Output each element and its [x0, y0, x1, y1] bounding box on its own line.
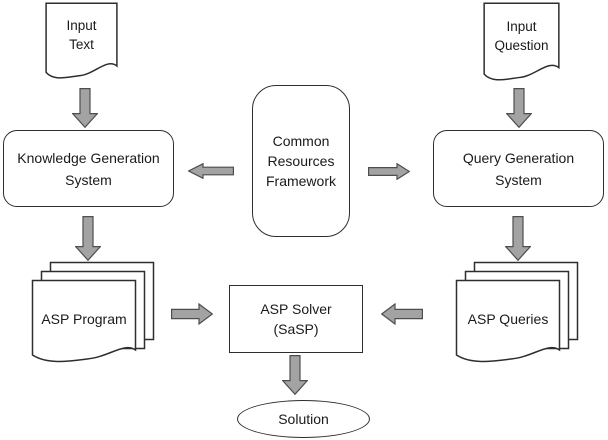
label-line: Knowledge Generation	[17, 149, 160, 166]
label-line: Query Generation	[462, 149, 575, 166]
node-asp-program: ASP Program	[31, 261, 156, 368]
arrow-right-asp-program-to-solver-icon	[171, 303, 213, 325]
label-line: Framework	[265, 173, 336, 189]
label-line: System	[65, 171, 112, 188]
label-line: Input	[66, 18, 97, 33]
document-stack-icon	[31, 261, 156, 368]
node-asp-queries-label: ASP Queries	[456, 309, 560, 329]
label-line: Text	[69, 37, 94, 52]
arrow-down-kgs-to-asp-program-icon	[75, 216, 101, 261]
label-line: Resources	[267, 153, 335, 169]
arrow-left-asp-queries-to-solver-icon	[381, 303, 423, 325]
node-asp-queries: ASP Queries	[455, 261, 580, 368]
node-input-question-label: Input Question	[483, 2, 560, 84]
node-solution: Solution	[237, 400, 370, 438]
label-line: Solution	[278, 410, 329, 427]
arrow-down-input-question-to-qgs-icon	[506, 88, 532, 128]
node-knowledge-generation-system: Knowledge Generation System	[3, 130, 174, 207]
node-asp-solver-label: ASP Solver (SaSP)	[260, 299, 331, 339]
node-query-generation-system: Query Generation System	[433, 130, 604, 207]
node-asp-program-label: ASP Program	[32, 309, 136, 329]
document-stack-icon	[455, 261, 580, 368]
node-query-generation-system-label: Query Generation System	[463, 147, 574, 191]
label-line: Common	[272, 133, 330, 149]
node-input-text: Input Text	[45, 2, 118, 82]
node-common-resources-framework: Common Resources Framework	[252, 85, 350, 237]
node-solution-label: Solution	[278, 409, 329, 430]
node-input-question: Input Question	[483, 2, 560, 84]
node-asp-solver: ASP Solver (SaSP)	[229, 285, 363, 353]
arrow-right-crf-to-qgs-icon	[368, 163, 410, 180]
node-input-text-label: Input Text	[45, 2, 118, 82]
label-line: ASP Solver	[260, 301, 332, 317]
document-shape-icon	[45, 2, 118, 82]
arrow-left-crf-to-kgs-icon	[188, 163, 234, 179]
node-common-resources-framework-label: Common Resources Framework	[266, 131, 336, 191]
node-knowledge-generation-system-label: Knowledge Generation System	[17, 147, 159, 191]
label-line: ASP Queries	[467, 311, 549, 327]
label-line: ASP Program	[41, 311, 127, 327]
label-line: Input	[506, 19, 537, 34]
arrow-down-solver-to-solution-icon	[282, 355, 308, 395]
arrow-down-qgs-to-asp-queries-icon	[505, 216, 531, 261]
document-shape-icon	[483, 2, 560, 84]
label-line: System	[495, 171, 542, 188]
arrow-down-input-text-to-kgs-icon	[72, 88, 98, 128]
label-line: (SaSP)	[273, 321, 319, 337]
label-line: Question	[494, 38, 549, 53]
